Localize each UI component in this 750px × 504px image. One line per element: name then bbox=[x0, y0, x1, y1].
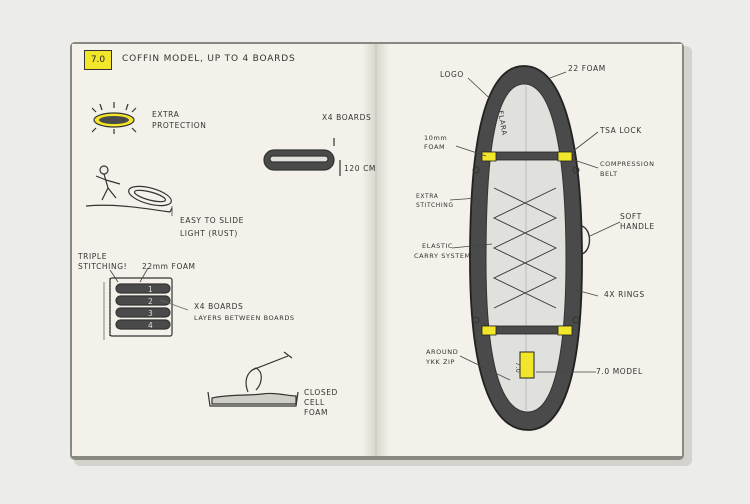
extra-stitching-2: STITCHING bbox=[416, 202, 454, 209]
page-title: COFFIN MODEL, UP TO 4 BOARDS bbox=[122, 54, 296, 64]
extra-protection-label-1: EXTRA bbox=[152, 110, 180, 119]
foam-22mm-label: 22mm FOAM bbox=[142, 262, 196, 271]
annotation-leaders bbox=[449, 71, 621, 381]
compression-belt-2: BELT bbox=[600, 170, 618, 178]
stacked-bag-sketch bbox=[263, 138, 341, 176]
closed-cell-3: FOAM bbox=[304, 408, 329, 417]
closed-cell-foam-sketch bbox=[207, 351, 299, 407]
compression-belt-1: COMPRESSION bbox=[600, 160, 655, 168]
around-zip-2: YKK ZIP bbox=[426, 358, 456, 366]
extra-protection-sketch bbox=[91, 102, 137, 134]
coffin-bag-sketch bbox=[469, 65, 591, 431]
board-number-3: 3 bbox=[148, 309, 154, 318]
dimension-label: 120 CM bbox=[344, 164, 377, 173]
extra-stitching-1: EXTRA bbox=[416, 193, 439, 200]
extra-protection-label-2: PROTECTION bbox=[152, 121, 207, 130]
zip-tag bbox=[519, 351, 535, 379]
board-number-1: 1 bbox=[148, 285, 154, 294]
board-number-4: 4 bbox=[148, 321, 154, 330]
triple-stitching-1: TRIPLE bbox=[78, 252, 108, 261]
tsa-lock-yellow bbox=[481, 151, 497, 162]
elastic-carry-2: CARRY SYSTEM bbox=[414, 252, 471, 260]
rings-label: 4X RINGS bbox=[604, 290, 645, 299]
board-number-2: 2 bbox=[148, 297, 154, 306]
foam-22-label: 22 FOAM bbox=[568, 64, 606, 73]
closed-cell-1: CLOSED bbox=[304, 388, 338, 397]
triple-stitching-2: STITCHING! bbox=[78, 262, 128, 271]
foam-10-label-2: FOAM bbox=[424, 143, 446, 151]
triple-stitching-sketch bbox=[103, 277, 189, 340]
x4-boards-label: X4 BOARDS bbox=[322, 113, 372, 122]
foam-10-label-1: 10mm bbox=[424, 134, 448, 142]
slide-note-2: LIGHT (RUST) bbox=[180, 229, 238, 238]
x4-boards-layers-1: X4 BOARDS bbox=[194, 302, 244, 311]
closed-cell-2: CELL bbox=[304, 398, 325, 407]
logo-label: LOGO bbox=[440, 70, 464, 79]
soft-handle-sketch bbox=[581, 225, 591, 255]
elastic-carry-1: ELASTIC bbox=[422, 242, 454, 250]
zip-tag-mark: 7.0 bbox=[514, 362, 521, 374]
stick-figure-sketch bbox=[85, 165, 173, 213]
model-tag: 7.0 bbox=[84, 50, 112, 70]
soft-handle-2: HANDLE bbox=[620, 222, 655, 231]
tsa-lock-label: TSA LOCK bbox=[600, 126, 642, 135]
slide-note-1: EASY TO SLIDE bbox=[180, 216, 244, 225]
soft-handle-1: SOFT bbox=[620, 212, 642, 221]
x4-boards-layers-2: LAYERS BETWEEN BOARDS bbox=[194, 314, 295, 322]
left-page bbox=[72, 44, 376, 456]
model-label: 7.0 MODEL bbox=[596, 367, 643, 376]
around-zip-1: AROUND bbox=[426, 348, 459, 356]
